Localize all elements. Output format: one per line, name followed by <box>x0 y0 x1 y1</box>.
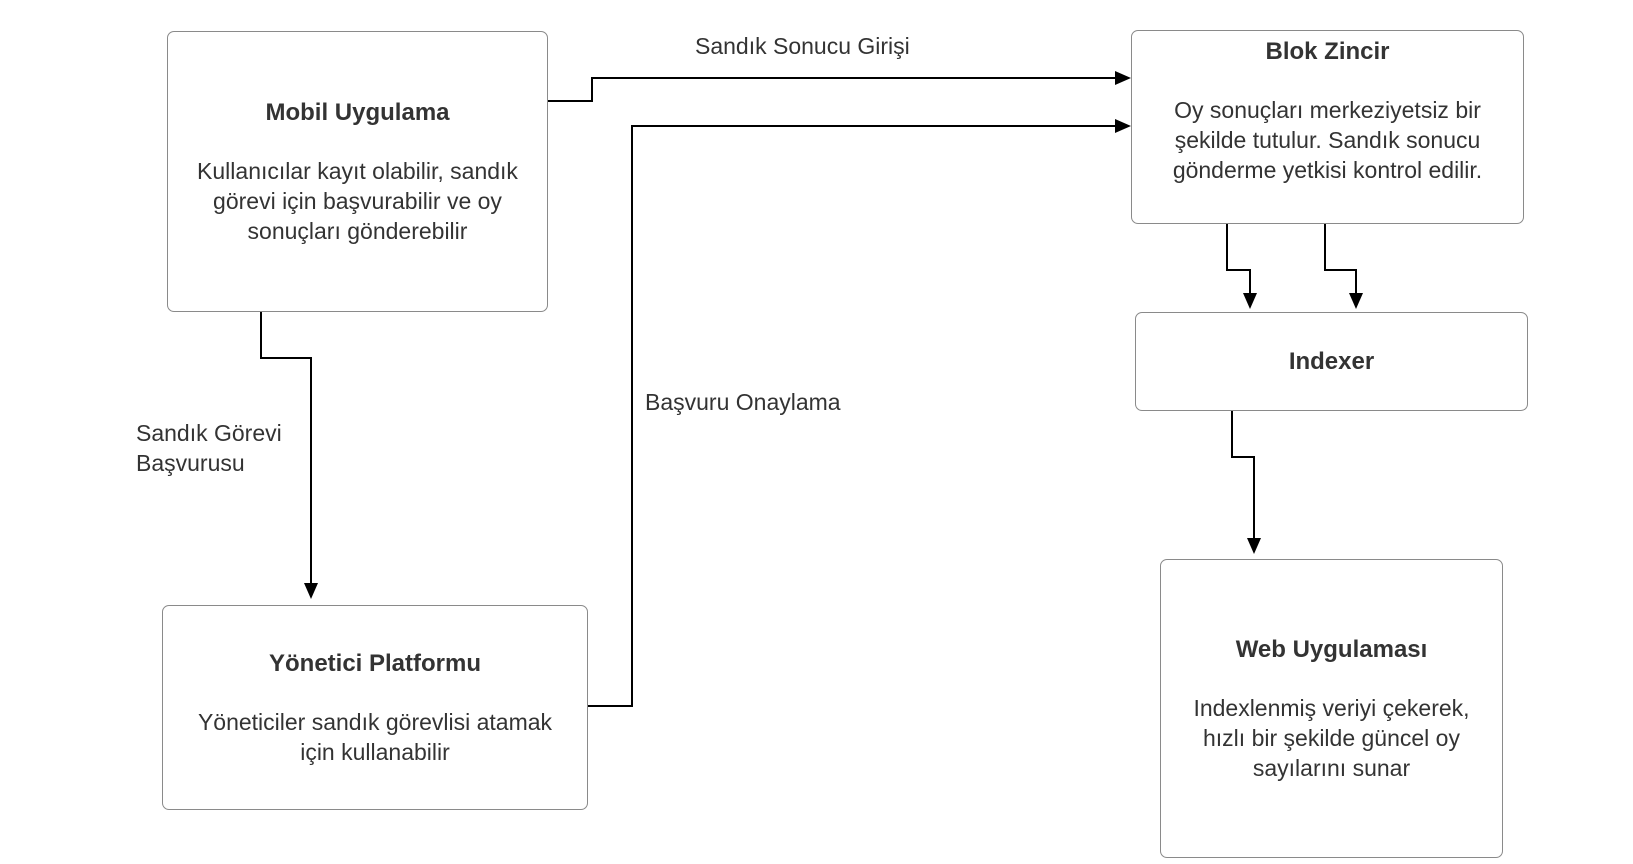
node-title: Blok Zincir <box>1265 38 1390 65</box>
arrowhead <box>1115 119 1131 133</box>
node-indexer: Indexer <box>1135 312 1528 411</box>
node-title: Mobil Uygulama <box>265 98 450 126</box>
edge-indexer-to-web <box>1231 411 1255 538</box>
arrowhead <box>1243 293 1257 309</box>
edge-mobile-to-admin <box>260 312 312 583</box>
arrowhead <box>1247 538 1261 554</box>
node-description: Kullanıcılar kayıt olabilir, sandık göre… <box>197 157 518 244</box>
edge-label-result-entry: Sandık Sonucu Girişi <box>695 33 910 59</box>
edge-blockchain-to-indexer-2 <box>1324 223 1357 294</box>
arrowhead <box>1349 293 1363 309</box>
node-mobile-app: Mobil Uygulama Kullanıcılar kayıt olabil… <box>167 31 548 312</box>
node-description: Oy sonuçları merkeziyetsiz bir şekilde t… <box>1172 97 1483 183</box>
node-title: Web Uygulaması <box>1235 635 1428 663</box>
node-description: Indexlenmiş veriyi çekerek, hızlı bir şe… <box>1193 694 1470 781</box>
edge-label-duty-application: Sandık Görevi Başvurusu <box>136 420 282 476</box>
node-title: Indexer <box>1288 347 1375 375</box>
arrowhead <box>304 583 318 599</box>
edge-mobile-to-blockchain <box>548 77 1118 102</box>
node-description: Yöneticiler sandık görevlisi atamak için… <box>197 708 553 765</box>
arrowhead <box>1115 71 1131 85</box>
node-blockchain: Blok Zincir Oy sonuçları merkeziyetsiz b… <box>1131 30 1524 224</box>
node-title: Yönetici Platformu <box>268 649 482 677</box>
node-admin-platform: Yönetici Platformu Yöneticiler sandık gö… <box>162 605 588 810</box>
node-web-app: Web Uygulaması Indexlenmiş veriyi çekere… <box>1160 559 1503 858</box>
edge-admin-to-blockchain <box>587 125 1118 707</box>
edge-label-approval: Başvuru Onaylama <box>645 389 841 415</box>
edge-blockchain-to-indexer-1 <box>1226 223 1251 294</box>
